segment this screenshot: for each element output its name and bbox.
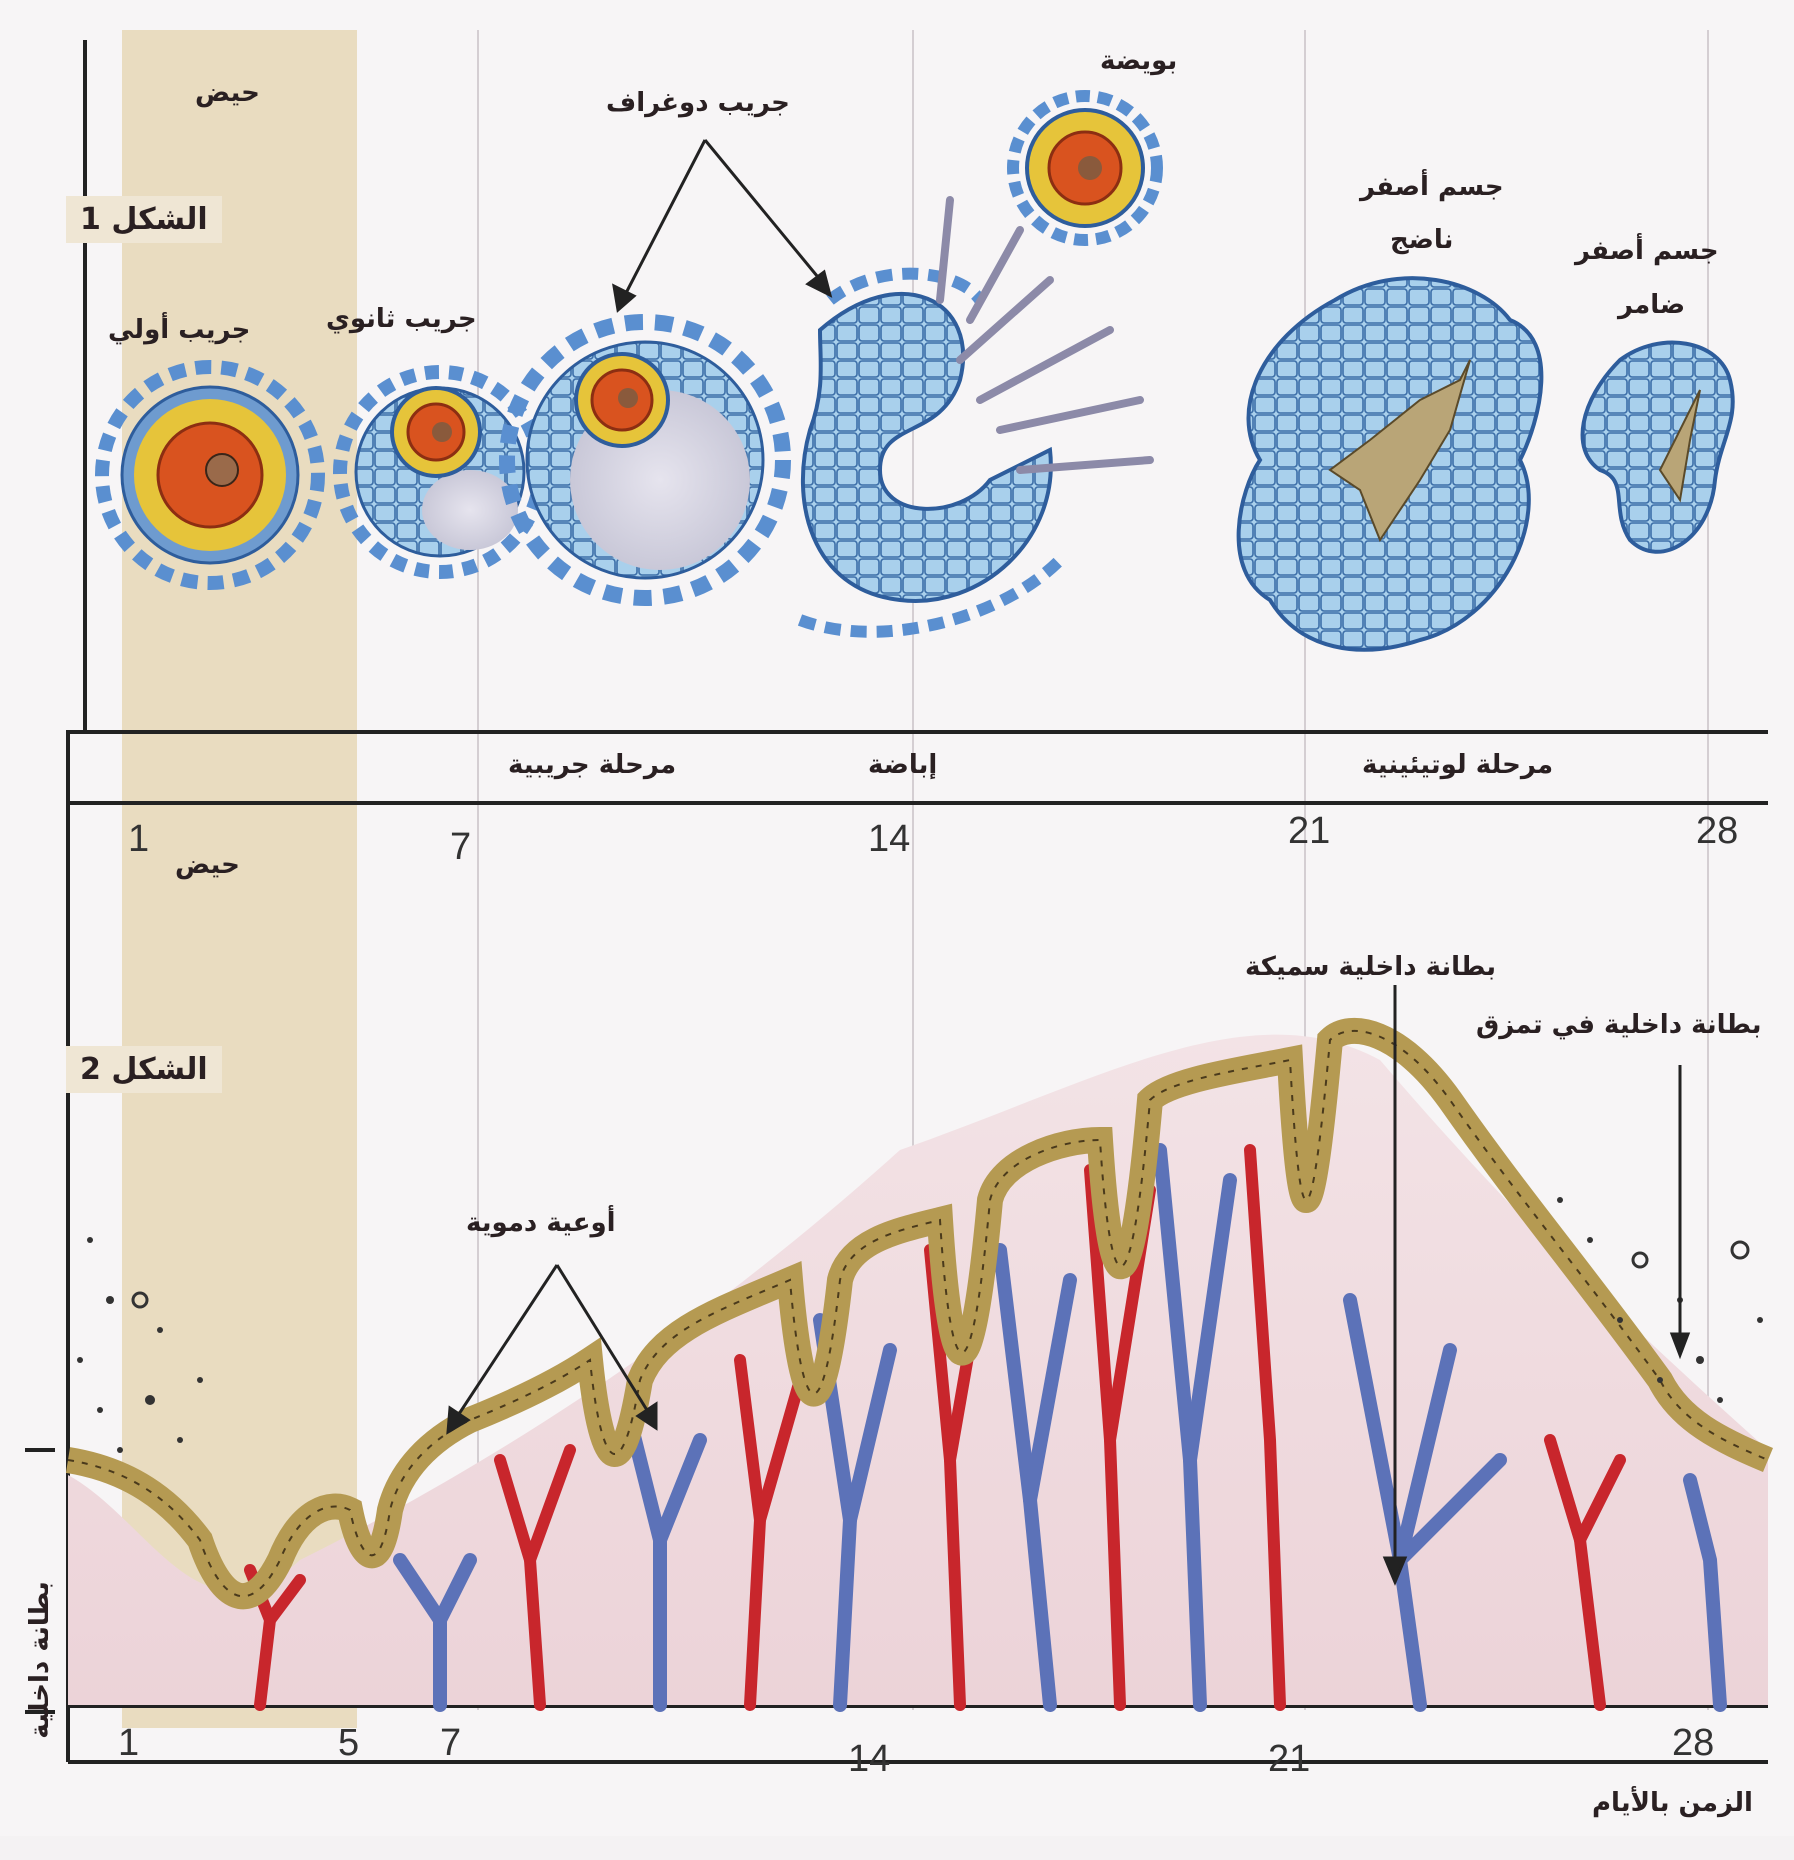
ruptured-follicle <box>800 200 1150 632</box>
figure2-title: الشكل 2 <box>66 1046 222 1093</box>
bottom-day-1: 1 <box>118 1722 139 1765</box>
shedding-endometrium-label: بطانة داخلية في تمزق <box>1476 1010 1761 1040</box>
figure1-title: الشكل 1 <box>66 196 222 243</box>
primary-follicle-label: جريب أولي <box>108 315 250 345</box>
thick-endometrium-label: بطانة داخلية سميكة <box>1245 952 1496 982</box>
ovum-label: بويضة <box>1100 46 1177 76</box>
bottom-day-7: 7 <box>440 1722 461 1765</box>
graafian-pointer-arrows <box>614 140 830 310</box>
bottom-day-14: 14 <box>848 1738 890 1781</box>
phase-ovulation: إباضة <box>868 750 937 780</box>
top-day-28: 28 <box>1696 810 1738 853</box>
bottom-day-5: 5 <box>338 1722 359 1765</box>
menses-label-middle: حيض <box>175 850 240 880</box>
regressing-corpus-luteum <box>1583 343 1733 552</box>
x-axis-label: الزمن بالأيام <box>1592 1788 1753 1818</box>
ovum <box>1013 96 1157 240</box>
mature-corpus-luteum <box>1239 278 1542 649</box>
mature-corpus-luteum-label-line2: ناضج <box>1390 225 1453 255</box>
regressing-corpus-luteum-label-line2: ضامر <box>1618 290 1685 320</box>
y-axis-label: بطانة داخلية <box>20 1460 60 1860</box>
menses-label-top: حيض <box>195 78 260 108</box>
top-day-7: 7 <box>450 826 471 869</box>
blood-vessels-label: أوعية دموية <box>466 1208 616 1238</box>
regressing-corpus-luteum-label-line1: جسم أصفر <box>1575 236 1719 266</box>
top-day-1: 1 <box>128 818 149 861</box>
mature-corpus-luteum-label-line1: جسم أصفر <box>1360 172 1504 202</box>
bottom-day-21: 21 <box>1268 1738 1310 1781</box>
y-axis-label-text: بطانة داخلية <box>25 1581 55 1738</box>
top-day-21: 21 <box>1288 810 1330 853</box>
graafian-follicle-label: جريب دوغراف <box>606 88 790 118</box>
phase-luteal: مرحلة لوتيئينية <box>1362 750 1553 780</box>
bottom-day-28: 28 <box>1672 1722 1714 1765</box>
secondary-follicle-label: جريب ثانوي <box>326 304 477 334</box>
top-day-14: 14 <box>868 818 910 861</box>
graafian-follicle-growing <box>507 322 783 598</box>
phase-follicular: مرحلة جريبية <box>508 750 676 780</box>
